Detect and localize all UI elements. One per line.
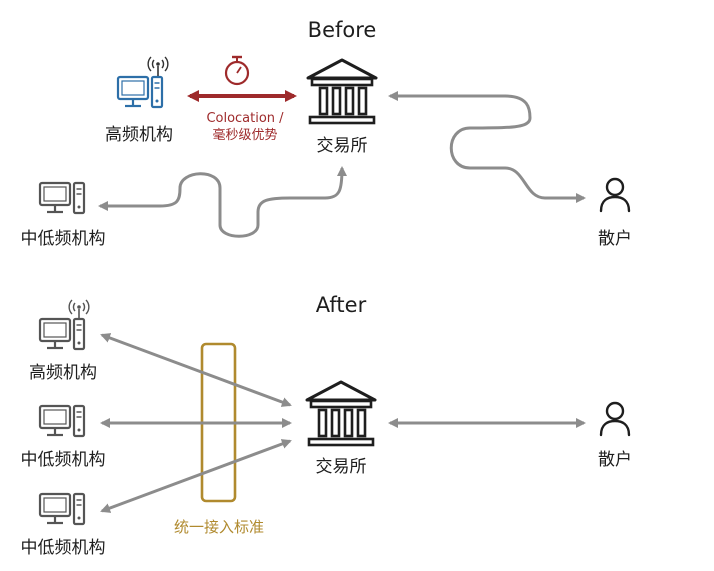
before-mid-exchange-path bbox=[98, 166, 347, 238]
desktop-computer-icon bbox=[38, 317, 86, 351]
bank-building-icon bbox=[305, 380, 377, 447]
desktop-computer-icon bbox=[38, 181, 86, 215]
person-icon bbox=[599, 401, 631, 437]
antenna-icon bbox=[68, 299, 90, 320]
desktop-computer-icon bbox=[38, 404, 86, 438]
before-exchange-node: 交易所 bbox=[306, 58, 378, 156]
after-retail-node: 散户 bbox=[598, 401, 632, 470]
desktop-computer-icon bbox=[38, 492, 86, 526]
after-hft-label: 高频机构 bbox=[29, 363, 97, 383]
colocation-label-line2: 毫秒级优势 bbox=[212, 127, 277, 143]
before-retail-label: 散户 bbox=[598, 229, 632, 249]
after-title: After bbox=[316, 293, 367, 317]
after-hft-node: 高频机构 bbox=[29, 299, 97, 383]
before-retail-node: 散户 bbox=[598, 177, 632, 249]
before-exchange-retail-path bbox=[388, 91, 586, 203]
colocation-link: Colocation / 毫秒级优势 bbox=[187, 55, 297, 143]
before-hft-label: 高频机构 bbox=[105, 125, 173, 145]
before-mid-node: 中低频机构 bbox=[21, 181, 106, 249]
before-title: Before bbox=[308, 18, 377, 42]
after-mid-label-2: 中低频机构 bbox=[21, 538, 106, 558]
bank-building-icon bbox=[306, 58, 378, 125]
before-mid-label: 中低频机构 bbox=[21, 229, 106, 249]
after-mid2-exchange-arrow bbox=[100, 439, 292, 513]
desktop-computer-icon bbox=[116, 75, 164, 109]
antenna-icon bbox=[147, 56, 169, 77]
person-icon bbox=[599, 177, 631, 213]
before-exchange-label: 交易所 bbox=[317, 136, 368, 156]
after-mid-label-1: 中低频机构 bbox=[21, 450, 106, 470]
after-mid-node-2: 中低频机构 bbox=[21, 492, 106, 558]
unified-standard-label: 统一接入标准 bbox=[174, 518, 264, 536]
after-retail-label: 散户 bbox=[598, 450, 632, 470]
after-hft-exchange-arrow bbox=[100, 333, 292, 407]
before-hft-node: 高频机构 bbox=[105, 56, 173, 145]
stopwatch-icon bbox=[224, 55, 250, 86]
colocation-label-line1: Colocation / bbox=[206, 111, 284, 126]
after-exchange-label: 交易所 bbox=[316, 457, 367, 477]
after-mid-node-1: 中低频机构 bbox=[21, 404, 106, 470]
after-exchange-node: 交易所 bbox=[305, 380, 377, 477]
